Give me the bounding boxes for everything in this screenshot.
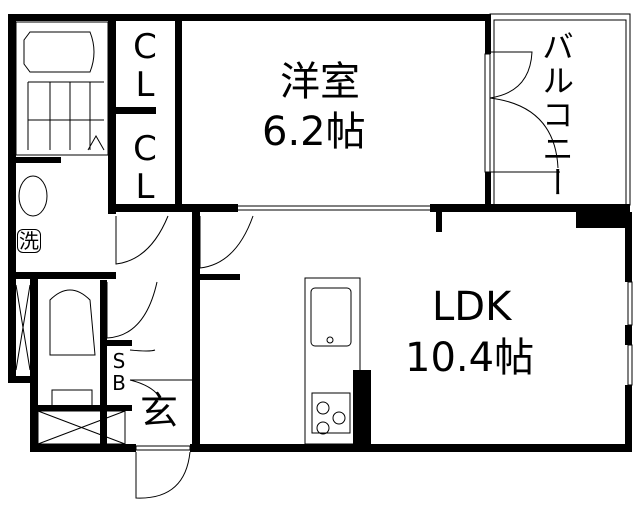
western-room-size: 6.2帖 xyxy=(262,109,366,155)
bathroom-outline xyxy=(15,21,109,156)
closet-label-2: CL xyxy=(133,129,157,207)
walls xyxy=(8,14,632,452)
ldk-name: LDK xyxy=(432,284,512,330)
bathtub xyxy=(23,31,95,73)
stove xyxy=(311,392,351,434)
storage xyxy=(37,410,126,445)
kitchen-counter xyxy=(304,277,361,445)
sink xyxy=(310,287,352,347)
window xyxy=(627,281,633,326)
toilet xyxy=(49,289,96,356)
balcony-label: バルコニー xyxy=(537,30,575,200)
entry-door xyxy=(135,451,191,499)
sliding-window xyxy=(235,205,433,211)
western-room-name: 洋室 xyxy=(280,59,360,105)
door-swing xyxy=(115,215,169,265)
washbasin xyxy=(18,175,48,217)
shoe-box-label: SB xyxy=(112,349,126,395)
entrance-label: 玄 xyxy=(140,389,179,433)
laundry-label: 洗 xyxy=(17,229,41,253)
ldk-size: 10.4帖 xyxy=(405,335,535,381)
closet-label-1: CL xyxy=(133,27,157,105)
fixtures xyxy=(15,13,633,499)
window xyxy=(627,344,633,386)
balcony-door xyxy=(484,53,491,173)
